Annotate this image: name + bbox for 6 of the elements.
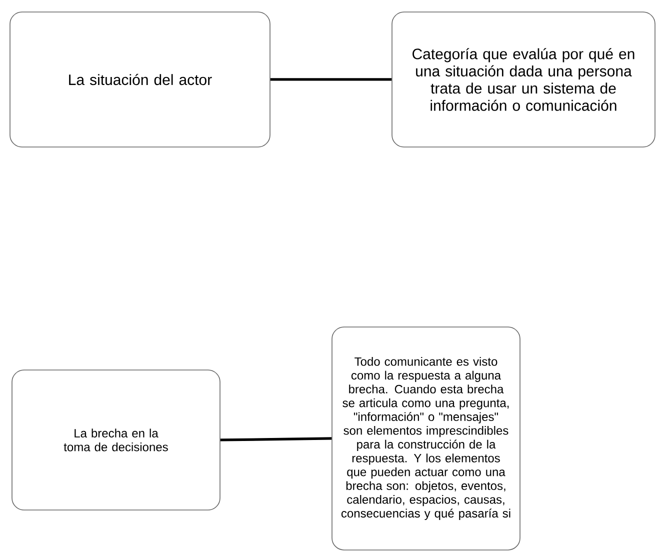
connector-line [270,78,392,81]
process-box: Categoría que evalúa por qué en una situación dada una persona trata de usar un sistema de información o comunicación [392,12,656,148]
process-box: Todo comunicante es visto como la respuesta a alguna brecha. Cuando esta brecha se articula como una pregunta, "información" o "mensajes" son elementos imprescindibles para la construcción de la respuesta. Y los elementos que pueden actuar como una brecha son: objetos, eventos, calendario, espacios, causas, consecuencias y qué pasaría si [332,326,520,550]
connector-line [220,437,332,442]
process-box: La brecha en la toma de decisiones [12,370,220,510]
process-box: La situación del actor [10,12,270,148]
